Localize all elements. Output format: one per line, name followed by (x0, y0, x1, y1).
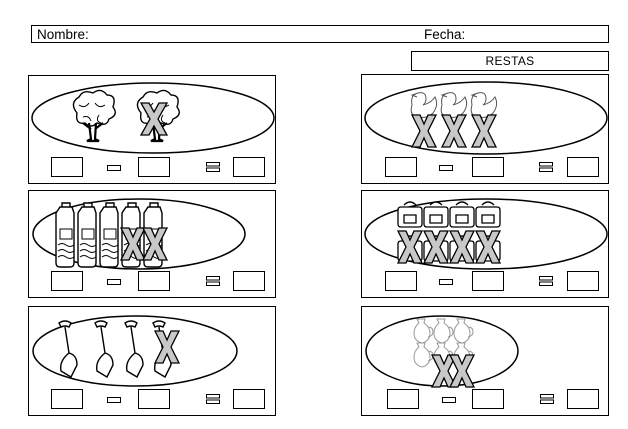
cross-mark-icon (474, 230, 502, 264)
equals-sign-icon (539, 162, 553, 172)
shovel-icon (94, 320, 114, 378)
result-box[interactable] (233, 271, 265, 291)
duck-icon (410, 92, 438, 118)
cross-mark-icon (396, 230, 424, 264)
cross-mark-icon (448, 230, 476, 264)
exercise-card-ducks (361, 74, 609, 184)
exercise-card-jugs (361, 306, 609, 416)
result-box[interactable] (567, 389, 599, 409)
cross-mark-icon (139, 102, 169, 136)
tree-icon (136, 89, 180, 143)
answer-box-1[interactable] (385, 271, 417, 291)
cross-mark-icon (141, 227, 169, 261)
answer-box-2[interactable] (138, 389, 170, 409)
exercise-picture-trees (31, 82, 275, 154)
backpack-icon (449, 201, 475, 228)
nombre-label: Nombre: (37, 27, 89, 42)
equals-sign-icon (206, 394, 220, 404)
answer-box-2[interactable] (472, 271, 504, 291)
result-box[interactable] (233, 157, 265, 177)
minus-sign-icon (107, 165, 121, 171)
exercise-picture-bottles (32, 198, 246, 270)
answer-box-2[interactable] (138, 271, 170, 291)
bottle-icon (55, 202, 75, 268)
answer-box-1[interactable] (51, 389, 83, 409)
minus-sign-icon (107, 397, 121, 403)
exercise-picture-shovels (32, 315, 238, 387)
exercise-picture-jugs (365, 315, 519, 388)
cross-mark-icon (448, 354, 476, 388)
exercise-picture-backpacks (364, 198, 608, 270)
cross-mark-icon (470, 114, 498, 148)
equals-sign-icon (540, 394, 554, 404)
exercise-card-backpacks (361, 190, 609, 298)
backpack-icon (475, 201, 501, 228)
worksheet-title: RESTAS (411, 51, 609, 71)
result-box[interactable] (567, 271, 599, 291)
backpack-icon (423, 201, 449, 228)
duck-icon (440, 92, 468, 118)
exercise-card-trees (28, 75, 276, 184)
equals-sign-icon (206, 162, 220, 172)
exercise-card-shovels (28, 306, 276, 416)
name-date-bar: Nombre: Fecha: (31, 25, 609, 43)
result-box[interactable] (233, 389, 265, 409)
result-box[interactable] (567, 157, 599, 177)
cross-mark-icon (410, 114, 438, 148)
minus-sign-icon (442, 397, 456, 403)
answer-box-1[interactable] (51, 271, 83, 291)
answer-box-2[interactable] (138, 157, 170, 177)
answer-box-1[interactable] (385, 157, 417, 177)
minus-sign-icon (107, 279, 121, 285)
shovel-icon (124, 320, 144, 378)
exercise-picture-ducks (364, 81, 608, 155)
exercise-card-bottles (28, 190, 276, 298)
answer-box-2[interactable] (472, 157, 504, 177)
equals-sign-icon (539, 276, 553, 286)
answer-box-1[interactable] (387, 389, 419, 409)
duck-icon (470, 92, 498, 118)
bottle-icon (99, 202, 119, 268)
answer-box-1[interactable] (51, 157, 83, 177)
minus-sign-icon (439, 279, 453, 285)
jug-icon (433, 318, 454, 344)
tree-icon (72, 89, 116, 143)
equals-sign-icon (206, 276, 220, 286)
bottle-icon (77, 202, 97, 268)
jug-icon (413, 318, 434, 344)
shovel-icon (58, 320, 78, 378)
minus-sign-icon (439, 165, 453, 171)
backpack-icon (397, 201, 423, 228)
answer-box-2[interactable] (472, 389, 504, 409)
cross-mark-icon (153, 330, 181, 364)
cross-mark-icon (440, 114, 468, 148)
fecha-label: Fecha: (424, 27, 466, 42)
cross-mark-icon (422, 230, 450, 264)
jug-icon (453, 318, 474, 344)
jug-icon (413, 342, 434, 368)
